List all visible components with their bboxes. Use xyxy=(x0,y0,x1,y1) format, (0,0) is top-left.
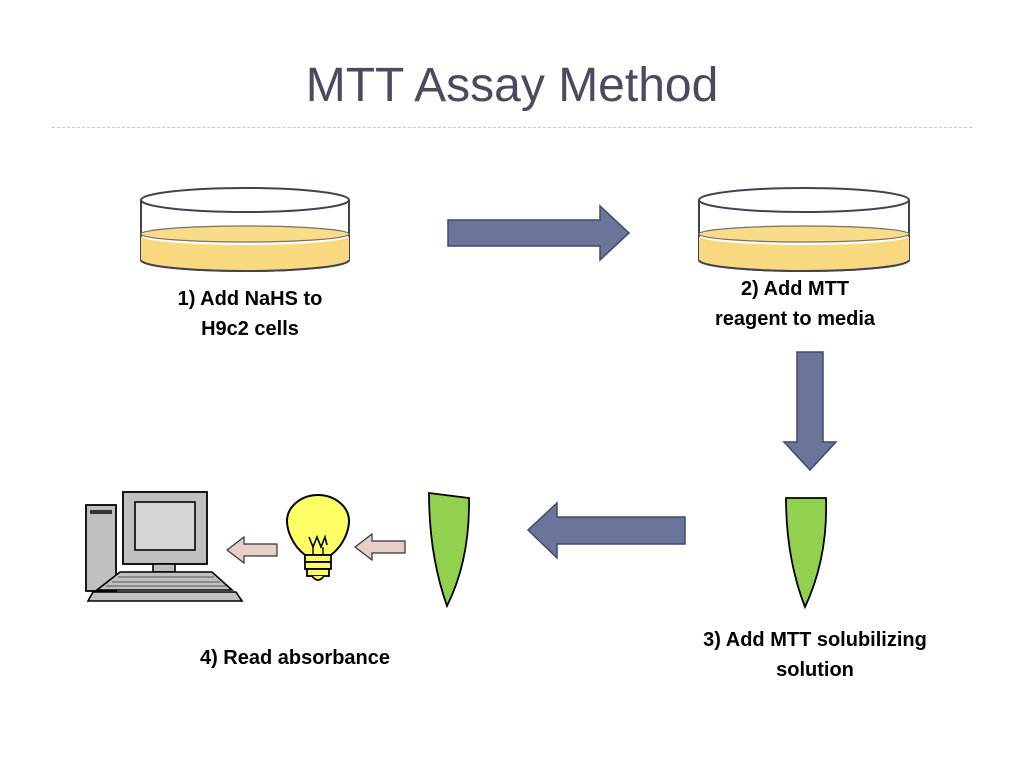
small-arrow-left-icon xyxy=(354,532,406,562)
step-1-line-1: 1) Add NaHS to xyxy=(177,288,323,310)
step-4-label: 4) Read absorbance xyxy=(140,643,450,673)
petri-dish-icon xyxy=(698,187,910,272)
step-2-line-2: reagent to media xyxy=(714,308,876,330)
flow-arrow-right-icon xyxy=(447,204,631,262)
slide-title: MTT Assay Method xyxy=(305,59,719,112)
step-2-label: 2) Add MTT reagent to media xyxy=(680,274,910,334)
step-1-label: 1) Add NaHS to H9c2 cells xyxy=(120,284,380,344)
computer-icon xyxy=(85,491,244,602)
title-divider xyxy=(52,127,972,128)
step-3-line-2: solution xyxy=(776,659,854,681)
tube-icon xyxy=(428,491,470,609)
tube-icon xyxy=(785,497,828,610)
light-bulb-icon xyxy=(285,493,351,581)
flow-arrow-left-icon xyxy=(526,501,686,560)
step-2-line-1: 2) Add MTT xyxy=(740,278,850,300)
small-arrow-left-icon xyxy=(226,535,278,565)
petri-dish-icon xyxy=(140,187,350,272)
step-4-line-1: 4) Read absorbance xyxy=(199,647,391,669)
flow-arrow-down-icon xyxy=(782,351,838,472)
step-3-label: 3) Add MTT solubilizing solution xyxy=(640,625,990,685)
step-1-line-2: H9c2 cells xyxy=(201,318,299,340)
step-3-line-1: 3) Add MTT solubilizing xyxy=(703,629,927,651)
